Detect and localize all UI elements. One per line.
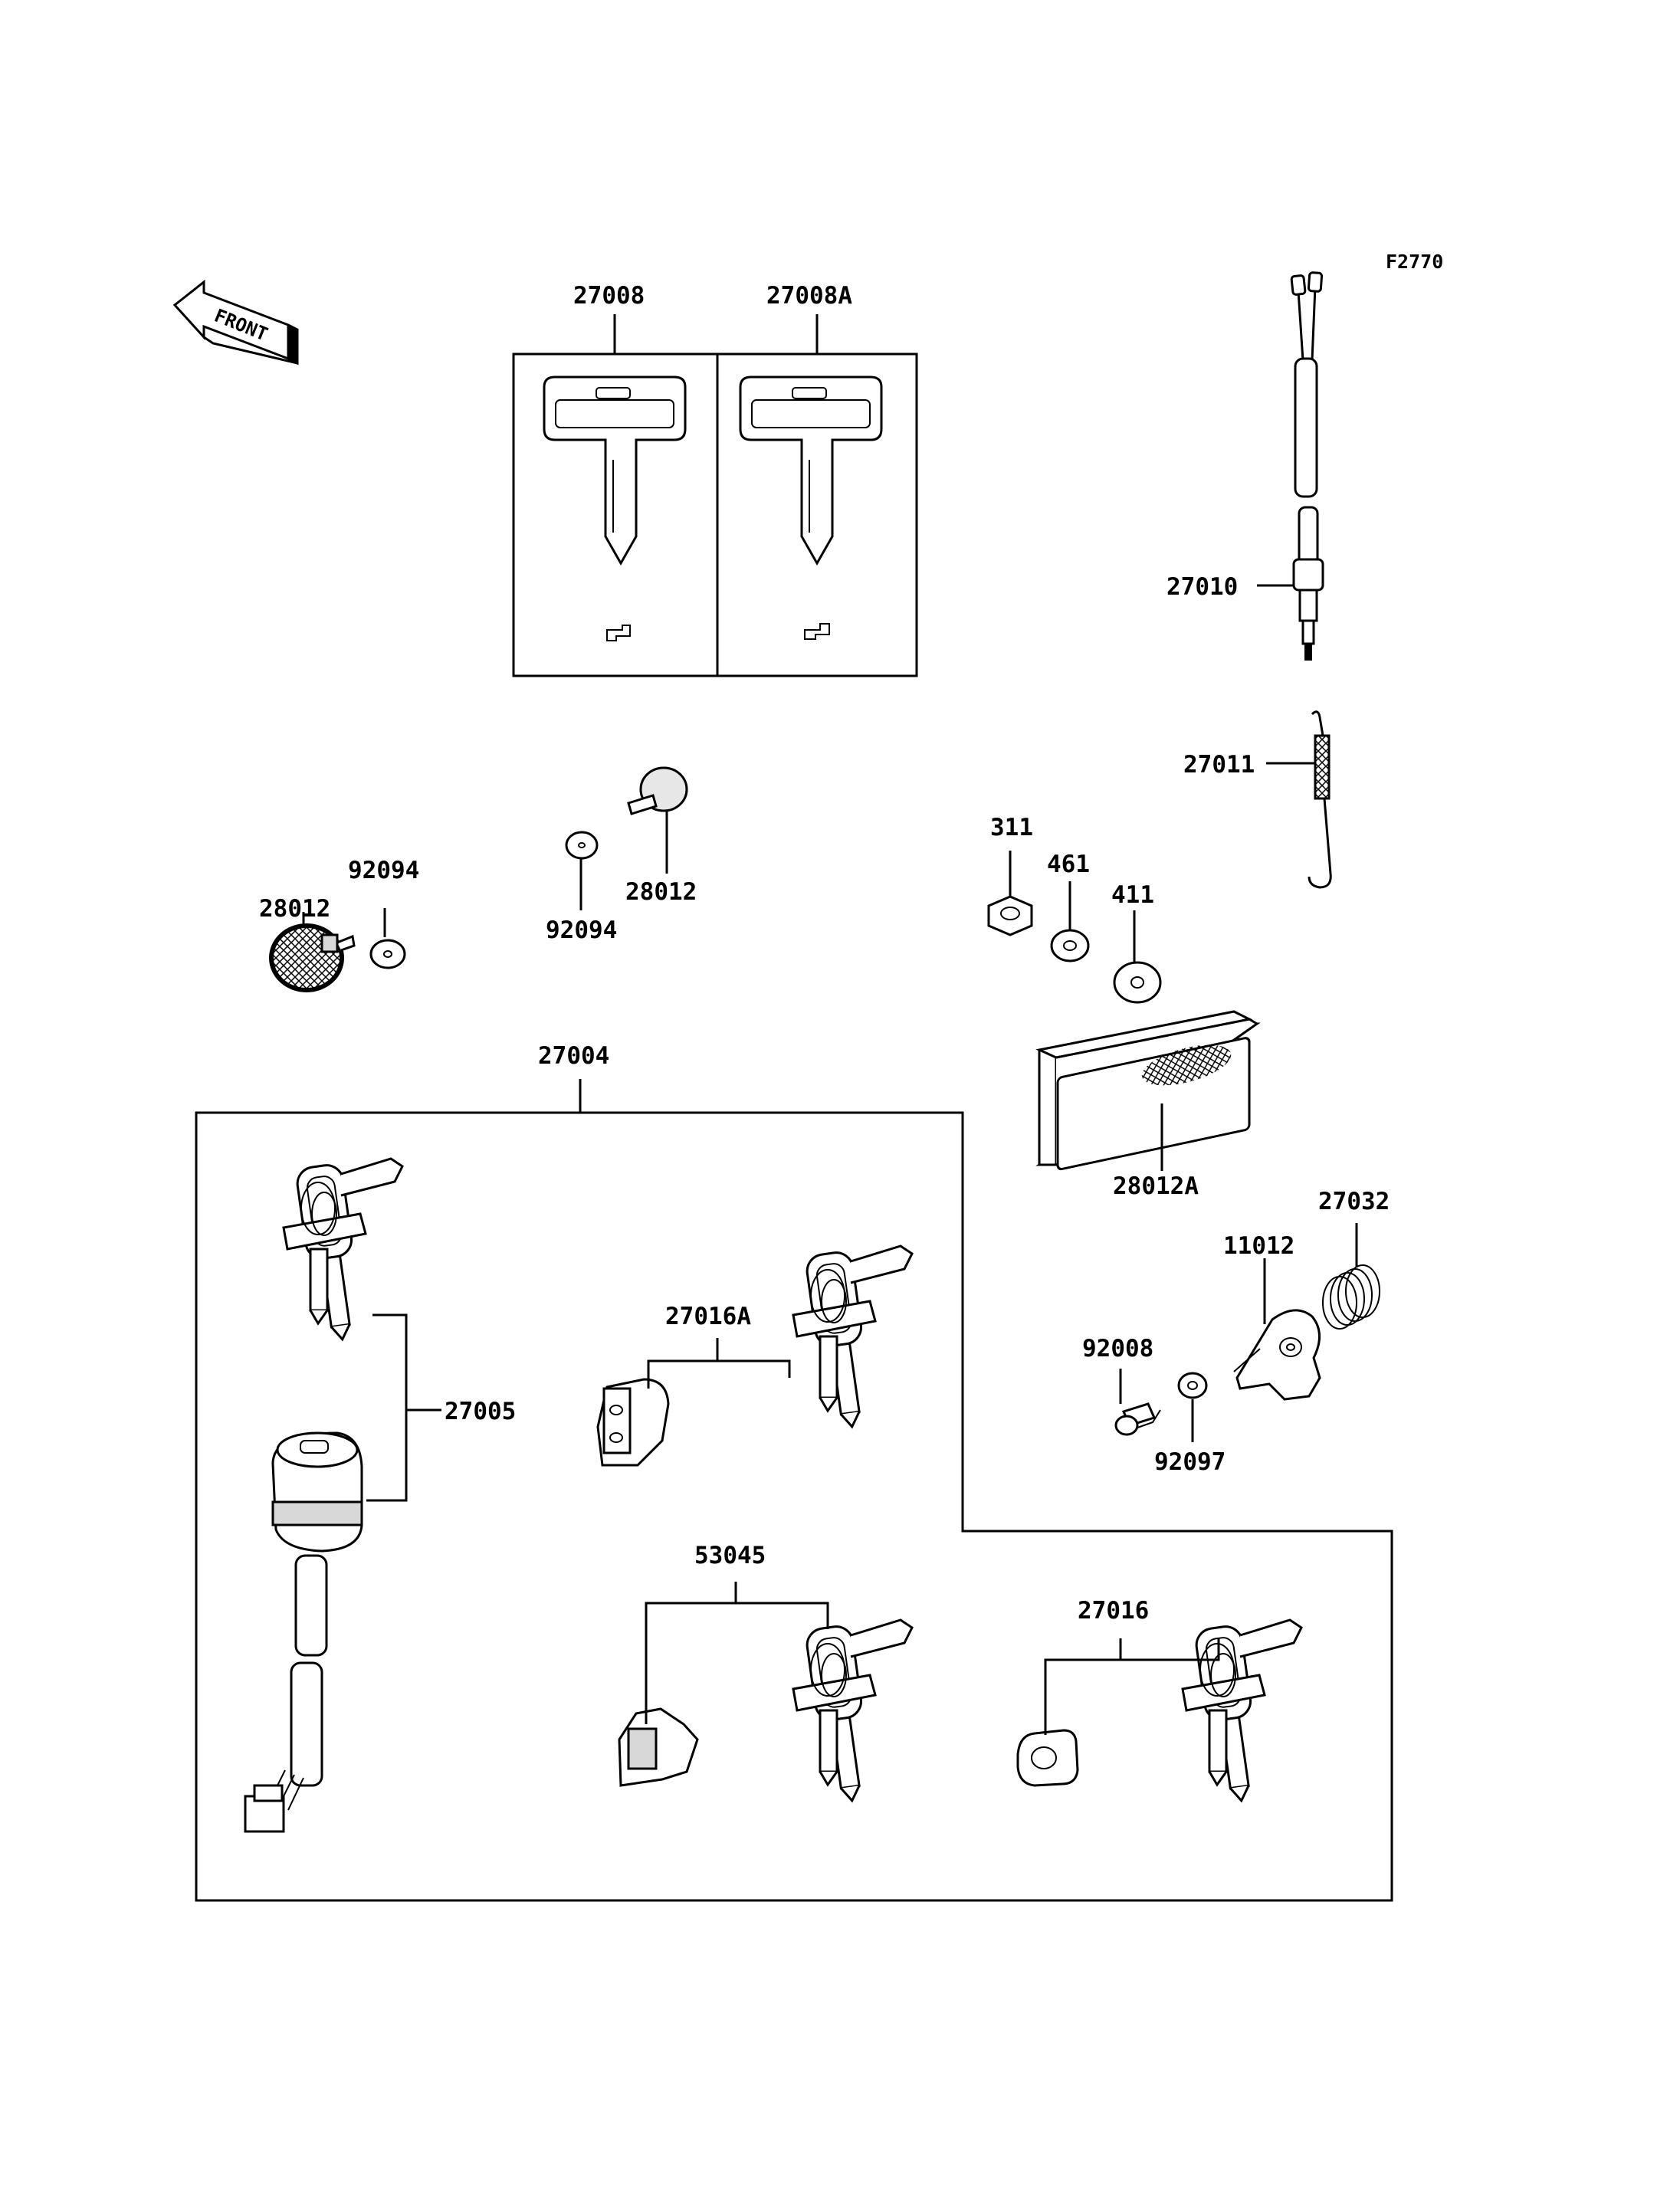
washer-411 bbox=[1113, 961, 1162, 1004]
label-92094-mid: 92094 bbox=[546, 917, 617, 944]
reflector-28012-mid bbox=[627, 766, 688, 815]
front-arrow-icon: FRONT bbox=[172, 279, 299, 366]
key-blanks-group bbox=[512, 314, 918, 677]
ignition-switch-27005 bbox=[244, 1159, 402, 1833]
set-27004-outline bbox=[195, 1111, 1393, 1902]
nut-311 bbox=[987, 895, 1033, 936]
key-blank-27008A bbox=[739, 375, 883, 640]
lock-set-53045 bbox=[618, 1620, 912, 1804]
bolt-92008 bbox=[1114, 1402, 1161, 1436]
label-92097: 92097 bbox=[1154, 1448, 1226, 1476]
figure-code: F2770 bbox=[1386, 251, 1443, 273]
label-27008: 27008 bbox=[573, 282, 645, 310]
label-27004: 27004 bbox=[538, 1042, 609, 1070]
lock-set-27016A bbox=[596, 1246, 912, 1467]
label-28012-left: 28012 bbox=[259, 895, 330, 923]
label-27032: 27032 bbox=[1318, 1188, 1390, 1215]
label-311: 311 bbox=[990, 814, 1033, 841]
label-27016: 27016 bbox=[1078, 1597, 1149, 1625]
spring-27032 bbox=[1322, 1264, 1380, 1330]
label-92094-left: 92094 bbox=[348, 857, 419, 884]
reflector-28012A bbox=[1035, 1010, 1261, 1171]
lockwasher-461 bbox=[1050, 929, 1090, 962]
switch-27010 bbox=[1290, 271, 1324, 661]
label-27005: 27005 bbox=[445, 1398, 516, 1425]
washer-92094-left bbox=[369, 939, 406, 969]
label-461: 461 bbox=[1047, 851, 1090, 878]
label-27016A: 27016A bbox=[665, 1303, 751, 1330]
label-28012A: 28012A bbox=[1113, 1172, 1199, 1200]
label-27010: 27010 bbox=[1166, 573, 1238, 601]
washer-92097 bbox=[1177, 1372, 1208, 1399]
label-27011: 27011 bbox=[1183, 751, 1255, 779]
washer-92094-mid bbox=[565, 831, 599, 860]
label-53045: 53045 bbox=[694, 1542, 766, 1569]
plate-11012 bbox=[1235, 1309, 1321, 1401]
label-411: 411 bbox=[1111, 881, 1154, 909]
spring-27011 bbox=[1308, 710, 1332, 889]
label-11012: 11012 bbox=[1223, 1232, 1294, 1260]
lock-set-27016 bbox=[1016, 1620, 1301, 1804]
label-28012-mid: 28012 bbox=[625, 878, 697, 906]
label-27008A: 27008A bbox=[766, 282, 852, 310]
key-blank-27008 bbox=[543, 375, 687, 641]
label-92008: 92008 bbox=[1082, 1335, 1153, 1362]
reflector-28012-left bbox=[269, 923, 356, 992]
